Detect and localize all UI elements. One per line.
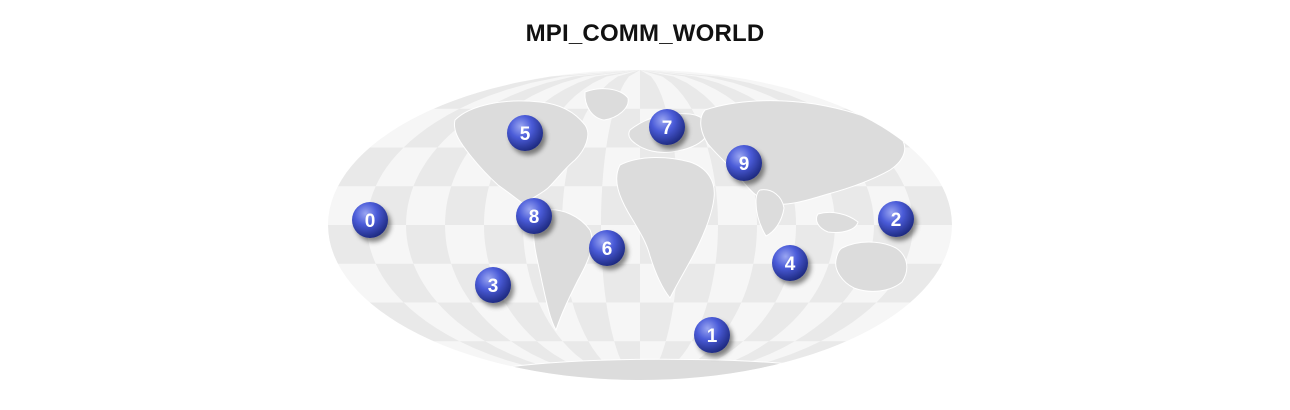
node-label: 1 <box>707 326 718 347</box>
australia-landmass <box>835 241 908 292</box>
node-sphere <box>507 115 543 151</box>
africa-landmass <box>616 156 715 299</box>
grid-cell <box>904 186 952 225</box>
grid-cell <box>794 302 877 342</box>
map-background <box>328 70 952 380</box>
rank-node-8: 8 <box>516 198 552 234</box>
grid-cell <box>413 147 472 187</box>
grid-cell <box>504 302 563 342</box>
grid-cell <box>876 263 943 303</box>
node-label: 3 <box>488 276 499 297</box>
grid-cell <box>640 70 718 109</box>
grid-cell <box>572 302 615 342</box>
rank-node-1: 1 <box>694 317 730 353</box>
node-label: 8 <box>529 207 540 228</box>
node-sphere <box>649 109 685 145</box>
node-label: 9 <box>739 154 750 175</box>
diagram-title: MPI_COMM_WORLD <box>525 20 765 47</box>
rank-node-7: 7 <box>649 109 685 145</box>
grid-cell <box>536 70 640 109</box>
india-landmass <box>755 189 785 237</box>
grid-cell <box>602 263 640 303</box>
grid-cell <box>511 341 640 380</box>
node-label: 4 <box>785 254 796 275</box>
grid-cell <box>437 302 511 342</box>
grid-cell <box>640 70 666 109</box>
node-label: 7 <box>662 118 673 139</box>
rank-node-6: 6 <box>589 230 625 266</box>
node-sphere <box>726 145 762 181</box>
node-sphere <box>694 317 730 353</box>
node-label: 5 <box>520 124 531 145</box>
rank-node-4: 4 <box>772 245 808 281</box>
antarctica-landmass <box>499 358 841 380</box>
rank-node-2: 2 <box>878 201 914 237</box>
north-america-landmass <box>453 100 589 206</box>
node-sphere <box>516 198 552 234</box>
greenland-landmass <box>584 88 629 121</box>
node-label: 0 <box>365 211 376 232</box>
grid-cell <box>484 225 527 264</box>
grid-cell <box>375 263 438 303</box>
rank-node-9: 9 <box>726 145 762 181</box>
grid-cell <box>640 341 795 380</box>
grid-cell <box>743 302 809 342</box>
southeast-asia-islands <box>815 211 859 233</box>
grid-cell <box>485 70 640 109</box>
grid-cell <box>459 341 640 380</box>
grid-cell <box>640 302 674 342</box>
grid-cell <box>673 263 716 303</box>
node-sphere <box>352 202 388 238</box>
node-label: 2 <box>891 210 902 231</box>
rank-node-3: 3 <box>475 267 511 303</box>
node-sphere <box>589 230 625 266</box>
rank-node-0: 0 <box>352 202 388 238</box>
grid-cell <box>640 341 847 380</box>
rank-node-5: 5 <box>507 115 543 151</box>
node-sphere <box>878 201 914 237</box>
node-sphere <box>475 267 511 303</box>
grid-cell <box>337 147 404 187</box>
grid-cell <box>406 225 452 264</box>
node-sphere <box>772 245 808 281</box>
grid-cell <box>369 302 460 342</box>
grid-cell <box>445 186 489 225</box>
grid-cell <box>640 70 769 109</box>
node-label: 6 <box>602 239 613 260</box>
grid-cell <box>715 225 757 264</box>
node-layer: 0 1 2 3 4 5 6 7 8 9 <box>352 109 914 353</box>
grid-cell <box>433 70 640 109</box>
